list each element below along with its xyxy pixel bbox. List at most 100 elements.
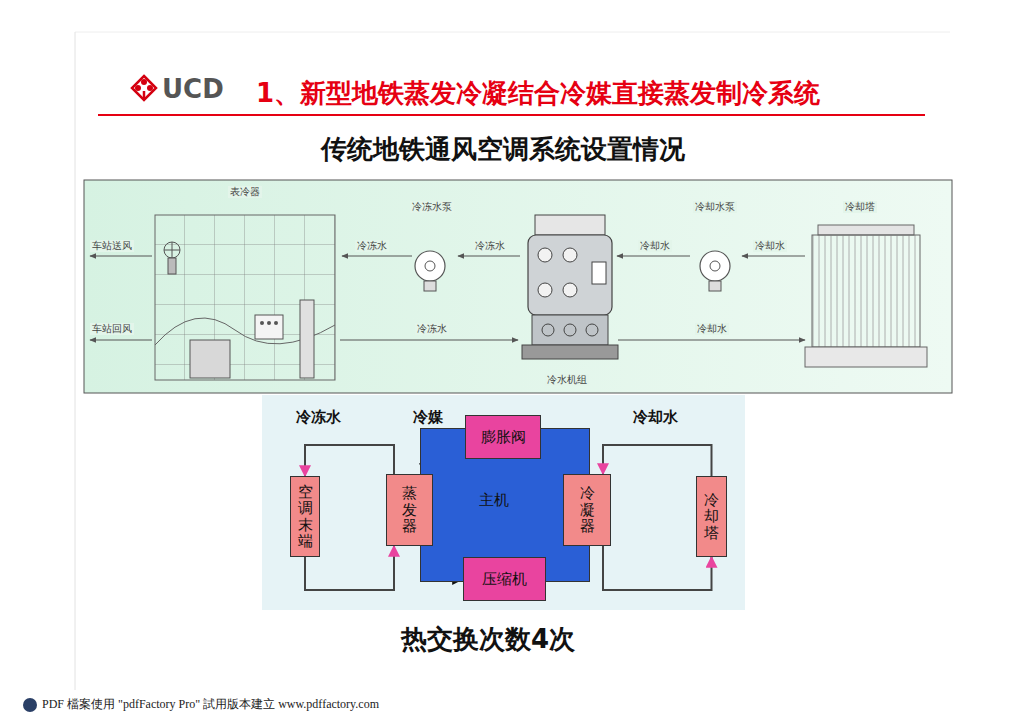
- flow-label: 冷却水: [753, 240, 787, 252]
- water-chiller: [542, 324, 554, 336]
- cooling-tower: [818, 225, 914, 235]
- component-box: 蒸发器: [386, 474, 433, 546]
- water-chiller: [522, 215, 618, 359]
- slide-title: 1、新型地铁蒸发冷凝结合冷媒直接蒸发制冷系统: [256, 78, 820, 109]
- terminal-box: 空调末端: [290, 476, 320, 557]
- page-frame: [75, 32, 950, 33]
- cooling-water-pipes: [742, 256, 805, 257]
- air-flow-lines: [90, 256, 152, 340]
- part-name: 表冷器: [228, 186, 262, 198]
- flow-label: 冷冻水: [355, 240, 389, 252]
- schematic-panel: [262, 395, 745, 610]
- water-chiller: [538, 283, 552, 297]
- section-heading: 传统地铁通风空调系统设置情况: [321, 134, 685, 165]
- cooling-water-pump: [700, 251, 730, 281]
- cooling-tower: [805, 225, 927, 367]
- pdf-icon: [23, 698, 37, 712]
- flow-label: 车站回风: [90, 323, 134, 335]
- host-unit-box: 主机膨胀阀蒸发器冷凝器压缩机: [420, 428, 590, 582]
- water-chiller: [528, 235, 612, 315]
- air-handling-unit: [260, 321, 264, 325]
- part-name: 冷冻水泵: [410, 201, 454, 213]
- slide-caption: 热交换次数4次: [401, 624, 575, 655]
- box-text: 冷却塔: [704, 492, 719, 542]
- cooling-water-pipes: [617, 256, 805, 340]
- title-rule: [98, 115, 925, 116]
- component-box: 冷凝器: [563, 474, 611, 546]
- part-name: 冷却水泵: [693, 201, 737, 213]
- air-flow-lines: [90, 256, 152, 257]
- chilled-water-pump: [415, 251, 445, 281]
- cooling-water-pipes: [618, 340, 805, 341]
- box-text: 空调末端: [298, 484, 313, 550]
- water-chiller: [592, 262, 606, 284]
- chilled-water-pipes: [342, 256, 412, 257]
- flow-label: 冷却水: [695, 323, 729, 335]
- air-handling-unit: [190, 340, 230, 378]
- water-chiller: [586, 324, 598, 336]
- water-chiller: [563, 283, 577, 297]
- water-chiller: [532, 315, 608, 345]
- loop-label: 冷却水: [631, 408, 680, 426]
- cooling-water-pump: [700, 251, 730, 291]
- air-handling-unit: [255, 315, 283, 339]
- chilled-water-pump: [424, 281, 436, 291]
- water-chiller: [522, 345, 618, 359]
- schematic-panel: [262, 395, 745, 610]
- air-handling-unit: [300, 300, 314, 378]
- box-text: 压缩机: [482, 570, 527, 588]
- footer-note: PDF 檔案使用 "pdfFactory Pro" 試用版本建立 www.pdf…: [42, 697, 379, 711]
- flow-label: 冷冻水: [473, 240, 507, 252]
- box-text: 膨胀阀: [481, 428, 526, 446]
- flow-label: 冷冻水: [415, 323, 449, 335]
- company-logo: [132, 76, 156, 100]
- water-chiller: [538, 248, 552, 262]
- water-chiller: [564, 324, 576, 336]
- loop-label: 冷冻水: [294, 408, 343, 426]
- company-logo: [143, 91, 146, 100]
- component-box: 膨胀阀: [465, 415, 541, 459]
- logo-text: UCD: [162, 74, 224, 105]
- cooling-tower: [805, 347, 927, 367]
- cooling-water-pump: [709, 281, 721, 291]
- flow-label: 车站送风: [90, 240, 134, 252]
- flow-connector: [603, 445, 712, 476]
- box-text: 冷凝器: [580, 485, 595, 535]
- company-logo: [132, 76, 156, 100]
- pdf-icon: [23, 698, 37, 712]
- chilled-water-pump: [415, 251, 445, 291]
- title-rule: [98, 114, 925, 116]
- company-logo: [135, 85, 141, 91]
- company-logo: [141, 79, 147, 85]
- system-illustration-panel: [84, 180, 952, 393]
- chilled-water-pipes: [340, 340, 518, 341]
- air-handling-unit: [155, 215, 335, 380]
- air-handling-unit: [168, 258, 176, 274]
- part-name: 冷水机组: [545, 374, 589, 386]
- loop-label: 冷媒: [411, 408, 445, 426]
- air-handling-unit: [164, 242, 180, 258]
- company-logo: [147, 85, 153, 91]
- page-frame: [75, 32, 76, 690]
- chilled-water-pipes: [458, 256, 520, 257]
- cooling-water-pipes: [617, 256, 690, 257]
- air-handling-unit: [155, 215, 335, 380]
- air-handling-unit: [267, 321, 271, 325]
- air-flow-lines: [90, 340, 152, 341]
- cooling-water-pump: [710, 261, 720, 271]
- water-chiller: [563, 248, 577, 262]
- flow-label: 冷却水: [638, 240, 672, 252]
- box-text: 蒸发器: [402, 485, 417, 535]
- box-text: 主机: [479, 491, 509, 509]
- tower-box: 冷却塔: [696, 476, 727, 557]
- water-chiller: [535, 215, 605, 235]
- flow-connector: [305, 445, 394, 476]
- chilled-water-pump: [425, 261, 435, 271]
- part-name: 冷却塔: [843, 201, 877, 213]
- air-handling-unit: [164, 242, 180, 258]
- air-handling-unit: [274, 321, 278, 325]
